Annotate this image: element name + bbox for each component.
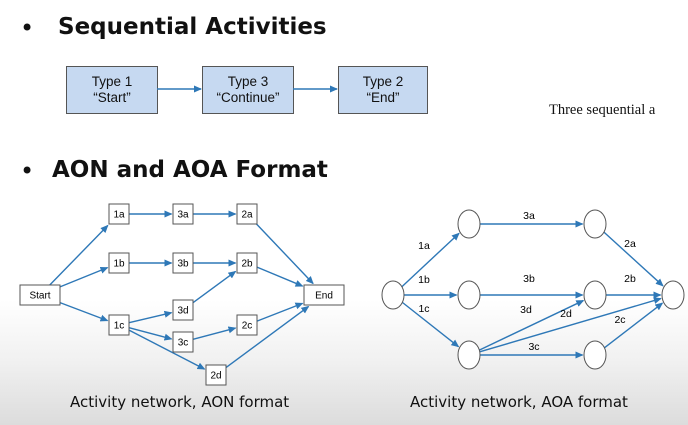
aoa-node-n5 bbox=[583, 280, 607, 310]
aoa-node-n3 bbox=[457, 340, 481, 370]
aon-node-label-3b: 3b bbox=[177, 259, 189, 270]
aon-edge-1c-3d bbox=[128, 310, 173, 324]
heading-sequential-activities: Sequential Activities bbox=[58, 14, 327, 40]
aon-node-1c bbox=[108, 314, 130, 336]
aon-node-label-1b: 1b bbox=[113, 259, 125, 270]
aon-node-label-3a: 3a bbox=[177, 210, 189, 221]
bullet-sequential: • bbox=[20, 14, 35, 42]
seq-caption-text: Three sequential a bbox=[549, 102, 656, 118]
aon-node-label-2d: 2d bbox=[210, 371, 221, 382]
aoa-edge-label-1a: 1a bbox=[418, 240, 430, 252]
seq-box-type3-line1: Type 3 bbox=[227, 74, 269, 89]
heading-aon-aoa-format: AON and AOA Format bbox=[52, 157, 328, 183]
aoa-edge-label-1c: 1c bbox=[418, 303, 429, 315]
seq-box-type1-line1: Type 1 bbox=[91, 74, 133, 89]
caption-aon: Activity network, AON format bbox=[70, 393, 290, 411]
aon-node-label-1c: 1c bbox=[114, 321, 125, 332]
aoa-edge-label-3b: 3b bbox=[523, 273, 535, 285]
aon-node-3b bbox=[172, 252, 194, 274]
aoa-node-n7 bbox=[661, 280, 685, 310]
aon-edge-2a-end bbox=[255, 223, 314, 285]
aon-edge-3c-2c bbox=[192, 326, 237, 341]
aon-node-label-2a: 2a bbox=[241, 210, 253, 221]
aoa-node-n4 bbox=[583, 209, 607, 239]
aon-node-start bbox=[19, 284, 61, 306]
aon-node-label-end: End bbox=[315, 291, 333, 302]
aon-node-2d bbox=[205, 364, 227, 386]
aon-edge-2c-end bbox=[256, 302, 304, 322]
aoa-edge-3d bbox=[479, 299, 585, 351]
aon-node-3d bbox=[172, 299, 194, 321]
aon-node-2b bbox=[236, 252, 258, 274]
seq-box-type2-line2: “End” bbox=[366, 90, 400, 105]
aon-edge-3d-2b bbox=[192, 270, 237, 304]
aon-node-label-start: Start bbox=[29, 291, 50, 302]
aoa-edge-2a bbox=[603, 231, 664, 287]
aon-node-2c bbox=[236, 314, 258, 336]
aon-node-label-2b: 2b bbox=[241, 259, 253, 270]
aon-edge-1c-2d bbox=[128, 329, 206, 370]
aoa-edge-label-2b: 2b bbox=[624, 273, 636, 285]
aoa-node-n1 bbox=[457, 209, 481, 239]
aon-node-label-3c: 3c bbox=[178, 338, 189, 349]
aon-node-2a bbox=[236, 203, 258, 225]
aoa-nodes bbox=[381, 209, 685, 370]
aoa-edge-1c bbox=[401, 301, 460, 348]
aoa-edge-label-1b: 1b bbox=[418, 274, 430, 286]
aon-node-3a bbox=[172, 203, 194, 225]
aoa-edge-2d bbox=[479, 297, 662, 353]
aon-edge-1c-3c bbox=[128, 326, 173, 341]
aon-edges bbox=[49, 210, 314, 370]
aoa-edge-2c bbox=[603, 302, 664, 349]
aon-edge-start-1c bbox=[59, 301, 109, 322]
aon-node-1a bbox=[108, 203, 130, 225]
bullet-aon-aoa: • bbox=[20, 157, 35, 185]
aon-edge-start-1a bbox=[49, 224, 109, 286]
aon-nodes: Start 1a 1b 1c 3a 3b 3d 3c 2a 2b 2c 2d End bbox=[19, 203, 345, 386]
aoa-edge-label-3c: 3c bbox=[528, 341, 539, 353]
seq-box-type1: Type 1 “Start” bbox=[66, 66, 158, 114]
aoa-node-n6 bbox=[583, 340, 607, 370]
aon-edge-start-1b bbox=[59, 267, 109, 288]
seq-box-type2-line1: Type 2 bbox=[362, 74, 404, 89]
aoa-edge-label-2c: 2c bbox=[614, 314, 625, 326]
caption-aoa: Activity network, AOA format bbox=[410, 393, 628, 411]
aoa-edges: 1a 1b 1c 3a 3b 3d 2d 3c 2a 2b 2c bbox=[401, 210, 664, 359]
aoa-edge-label-2d: 2d bbox=[560, 308, 572, 320]
aon-node-1b bbox=[108, 252, 130, 274]
aon-node-label-1a: 1a bbox=[113, 210, 125, 221]
aoa-edge-label-3a: 3a bbox=[523, 210, 535, 222]
aon-node-label-3d: 3d bbox=[177, 306, 188, 317]
seq-box-type2: Type 2 “End” bbox=[338, 66, 428, 114]
seq-box-type3-line2: “Continue” bbox=[216, 90, 280, 105]
aon-edge-2b-end bbox=[256, 266, 304, 287]
aoa-edge-1a bbox=[401, 232, 460, 288]
seq-box-type3: Type 3 “Continue” bbox=[202, 66, 294, 114]
aon-edge-2d-end bbox=[225, 305, 310, 369]
aoa-edge-label-3d: 3d bbox=[520, 304, 532, 316]
aon-node-end bbox=[303, 284, 345, 306]
aoa-edge-label-2a: 2a bbox=[624, 238, 636, 250]
aon-node-3c bbox=[172, 331, 194, 353]
aoa-node-n2 bbox=[457, 280, 481, 310]
seq-box-type1-line2: “Start” bbox=[93, 90, 131, 105]
aon-node-label-2c: 2c bbox=[242, 321, 253, 332]
aoa-node-n0 bbox=[381, 280, 405, 310]
